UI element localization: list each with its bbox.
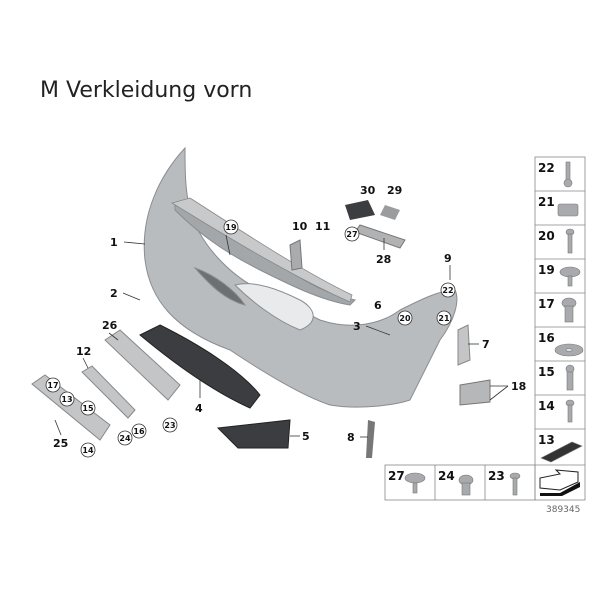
callout-15: 15: [82, 404, 94, 413]
callout-27: 27: [346, 230, 357, 239]
diagram-code: 389345: [546, 505, 580, 515]
legend-label-27: 27: [388, 469, 405, 483]
fastener-icons: [404, 161, 584, 496]
side-grille: [216, 419, 291, 449]
legend-label-22: 22: [538, 161, 555, 175]
callout-16: 16: [133, 427, 145, 436]
callout-10: 10: [292, 220, 308, 233]
callout-19: 19: [225, 223, 237, 232]
callout-13: 13: [61, 395, 72, 404]
lower-grille: [139, 324, 261, 409]
legend-label-13: 13: [538, 433, 555, 447]
legend-label-23: 23: [488, 469, 505, 483]
callout-12: 12: [76, 345, 91, 358]
callout-3: 3: [353, 320, 361, 333]
callout-24: 24: [119, 434, 131, 443]
callout-30: 30: [360, 184, 376, 197]
part-30: [345, 200, 375, 220]
part-28: [354, 224, 406, 249]
callout-17: 17: [47, 381, 58, 390]
callout-11: 11: [315, 220, 330, 233]
part-18: [459, 379, 491, 406]
callout-circles: [45, 219, 456, 458]
callout-29: 29: [387, 184, 402, 197]
callout-4: 4: [195, 402, 203, 415]
callout-22: 22: [442, 286, 453, 295]
part-7: [457, 324, 471, 366]
callout-8: 8: [347, 431, 355, 444]
callout-6: 6: [374, 299, 382, 312]
license-plate-holder: [104, 329, 181, 401]
page-title: M Verkleidung vorn: [40, 78, 253, 103]
legend-label-16: 16: [538, 331, 555, 345]
callout-21: 21: [438, 314, 450, 323]
license-plate-bracket: [81, 365, 136, 419]
bracket-10: [289, 239, 303, 271]
callout-5: 5: [302, 430, 310, 443]
legend-label-19: 19: [538, 263, 555, 277]
direction-arrow-icon: [539, 469, 580, 496]
legend-label-14: 14: [538, 399, 555, 413]
callout-23: 23: [164, 421, 175, 430]
part-29: [380, 205, 400, 220]
callout-20: 20: [399, 314, 411, 323]
part-8: [366, 420, 375, 458]
callout-25: 25: [53, 437, 68, 450]
callout-26: 26: [102, 319, 118, 332]
callout-1: 1: [110, 236, 118, 249]
callout-9: 9: [444, 252, 452, 265]
legend-label-24: 24: [438, 469, 455, 483]
parts-legend: [384, 156, 586, 501]
legend-label-21: 21: [538, 195, 555, 209]
callout-14: 14: [82, 446, 94, 455]
callout-28: 28: [376, 253, 391, 266]
leader-lines: [54, 234, 509, 438]
callout-18: 18: [511, 380, 526, 393]
legend-label-20: 20: [538, 229, 555, 243]
legend-label-17: 17: [538, 297, 555, 311]
callout-2: 2: [110, 287, 118, 300]
callout-7: 7: [482, 338, 490, 351]
legend-label-15: 15: [538, 365, 555, 379]
